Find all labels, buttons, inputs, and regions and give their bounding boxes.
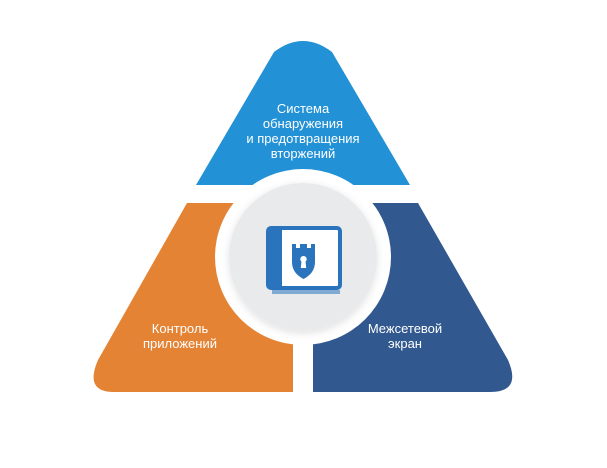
label-ips-line-3: и предотвращения — [246, 131, 360, 146]
segment-top — [196, 41, 410, 185]
label-ips-line-4: вторжений — [270, 146, 336, 161]
label-firewall: Межсетевой экран — [345, 321, 465, 351]
label-ips-line-2: обнаружения — [262, 116, 344, 131]
shield-castle-monitor-icon — [266, 226, 342, 294]
label-app-line-1: Контроль — [151, 321, 209, 336]
label-intrusion-prevention: Система обнаружения и предотвращения вто… — [228, 101, 378, 161]
label-fw-line-1: Межсетевой — [367, 321, 443, 336]
label-fw-line-2: экран — [388, 336, 422, 351]
label-application-control: Контроль приложений — [120, 321, 240, 351]
label-app-line-2: приложений — [143, 336, 217, 351]
label-ips-line-1: Система — [276, 101, 330, 116]
